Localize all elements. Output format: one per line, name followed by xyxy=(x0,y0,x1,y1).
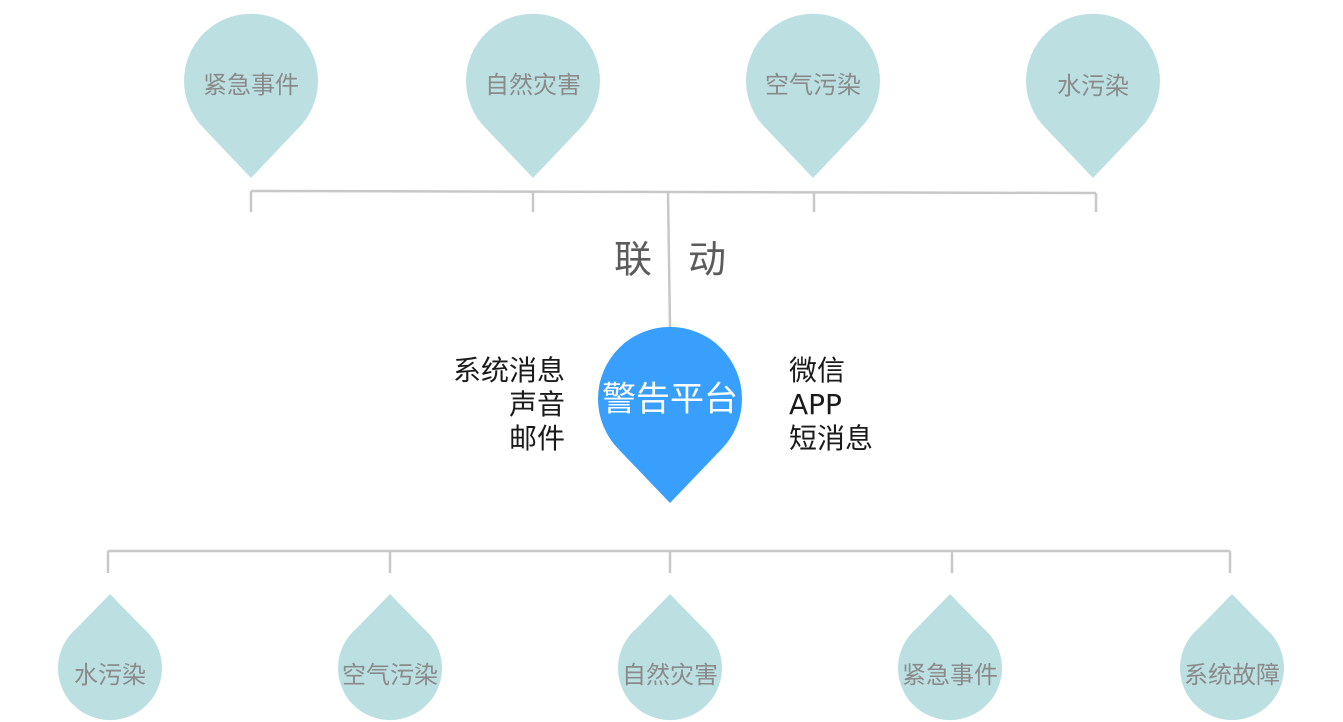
bottom-event-label: 水污染 xyxy=(74,661,146,689)
top-event-pin: 空气污染 xyxy=(746,13,880,178)
top-bus xyxy=(249,189,1098,329)
top-event-pin: 自然灾害 xyxy=(466,13,601,178)
top-event-label: 紧急事件 xyxy=(203,71,299,99)
left-channel-list: 系统消息 声音 邮件 xyxy=(453,354,565,455)
bottom-event-label: 紧急事件 xyxy=(902,661,998,689)
channel-item: 邮件 xyxy=(509,422,565,455)
channel-item: 微信 xyxy=(789,354,845,387)
alert-platform-pin: 警告平台 xyxy=(598,326,742,503)
bottom-event-drop: 空气污染 xyxy=(338,594,442,721)
top-event-pin: 紧急事件 xyxy=(183,13,318,179)
bottom-event-drop: 系统故障 xyxy=(1180,594,1284,721)
bottom-bus xyxy=(106,549,1232,573)
link-label: 联 动 xyxy=(614,238,738,282)
top-event-label: 水污染 xyxy=(1057,72,1129,100)
bottom-event-label: 自然灾害 xyxy=(622,661,718,689)
bottom-event-drop: 自然灾害 xyxy=(618,594,722,721)
channel-item: 系统消息 xyxy=(453,354,565,387)
channel-item: 短消息 xyxy=(789,422,873,455)
bottom-event-drop: 水污染 xyxy=(57,594,162,721)
top-event-label: 自然灾害 xyxy=(485,71,581,99)
channel-item: 声音 xyxy=(509,388,565,421)
bottom-event-drop: 紧急事件 xyxy=(898,594,1003,721)
bottom-event-label: 系统故障 xyxy=(1184,661,1280,689)
top-event-label: 空气污染 xyxy=(765,71,861,99)
alert-platform-label: 警告平台 xyxy=(602,380,738,420)
bottom-event-label: 空气污染 xyxy=(342,661,438,689)
top-event-pin: 水污染 xyxy=(1026,13,1160,178)
right-channel-list: 微信 APP 短消息 xyxy=(789,354,873,455)
channel-item: APP xyxy=(789,388,842,421)
